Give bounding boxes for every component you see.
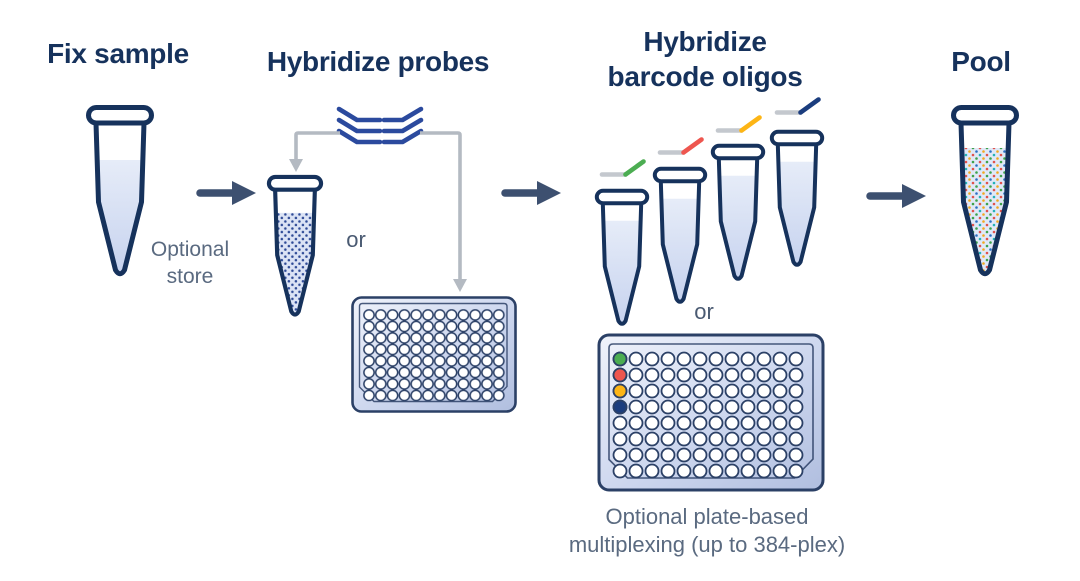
well-green <box>612 351 628 367</box>
well-yellow <box>612 383 628 399</box>
connector-arrow-to-tube-icon <box>289 131 340 172</box>
barcode-oligo-green-icon <box>599 159 646 177</box>
plate-wells-grid <box>363 309 505 402</box>
or-label-barcode: or <box>694 299 714 324</box>
caption-line1: Optional plate-based <box>605 504 809 529</box>
optional-store-note-line2: store <box>166 265 214 288</box>
probe-hybridization-tube-icon <box>266 174 324 317</box>
barcode-tube-4-icon <box>769 129 825 267</box>
barcode-oligo-red-icon <box>657 137 704 155</box>
barcode-tube-2-icon <box>652 166 708 304</box>
or-label-probes: or <box>346 227 366 252</box>
optional-store-note: Optional store <box>151 236 229 290</box>
barcode-oligo-yellow-icon <box>715 115 762 133</box>
flow-arrow-icon-1 <box>196 181 256 205</box>
plate-multiplexing-caption: Optional plate-based multiplexing (up to… <box>569 503 845 559</box>
caption-line2: multiplexing (up to 384-plex) <box>568 532 846 557</box>
flow-arrow-icon-3 <box>866 184 926 208</box>
96-well-plate-icon <box>351 296 517 413</box>
probe-chevrons-icon <box>336 106 424 145</box>
barcode-oligo-navy-icon <box>774 97 821 115</box>
384-multiplex-plate-icon <box>597 333 825 492</box>
step-title-barcode-line1: Hybridize <box>643 26 767 57</box>
barcode-tube-1-icon <box>594 188 650 326</box>
step-title-hybridize-barcode-oligos: Hybridize barcode oligos <box>608 24 803 94</box>
well-red <box>612 367 628 383</box>
connector-arrow-to-plate-icon <box>420 131 467 292</box>
flow-arrow-icon-2 <box>501 181 561 205</box>
plate-wells-grid <box>612 351 804 479</box>
optional-store-note-line1: Optional <box>150 238 230 261</box>
fix-sample-tube-icon <box>86 105 154 277</box>
step-title-hybridize-probes: Hybridize probes <box>266 46 490 77</box>
well-navy <box>612 399 628 415</box>
step-title-fix-sample: Fix sample <box>47 38 189 69</box>
step-title-pool: Pool <box>951 46 1011 77</box>
pooled-sample-tube-icon <box>951 105 1019 277</box>
barcode-tube-3-icon <box>710 143 766 281</box>
step-title-barcode-line2: barcode oligos <box>607 61 803 92</box>
